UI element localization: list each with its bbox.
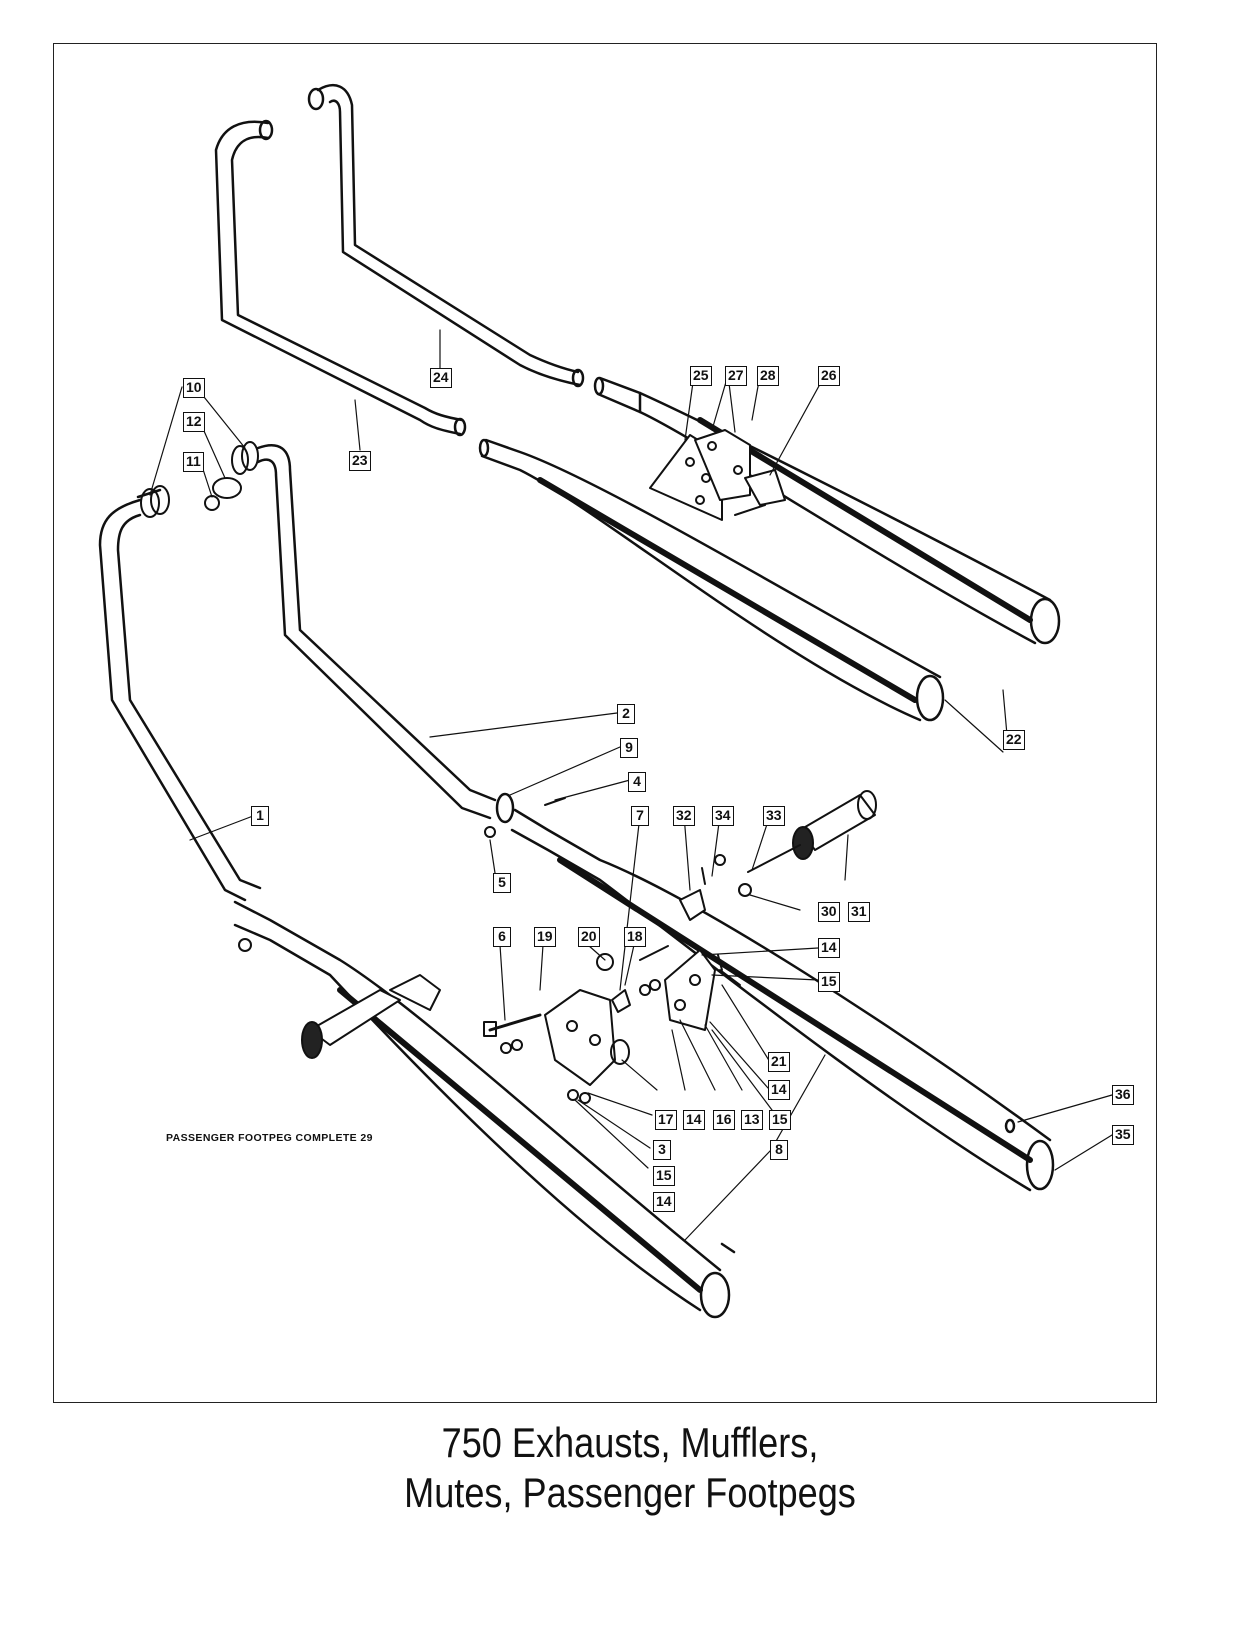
callout-32: 32 bbox=[673, 806, 695, 826]
callout-20: 20 bbox=[578, 927, 600, 947]
header-pipe-2 bbox=[256, 444, 515, 824]
diagram-frame bbox=[53, 43, 1157, 1403]
callout-35: 35 bbox=[1112, 1125, 1134, 1145]
callout-6: 6 bbox=[493, 927, 511, 947]
lower-muffler-8-right bbox=[510, 808, 1055, 1192]
callout-3: 3 bbox=[653, 1140, 671, 1160]
callout-30: 30 bbox=[818, 902, 840, 922]
callout-27: 27 bbox=[725, 366, 747, 386]
callout-4: 4 bbox=[628, 772, 646, 792]
callout-15-a: 15 bbox=[818, 972, 840, 992]
callout-11: 11 bbox=[183, 452, 204, 472]
callout-7: 7 bbox=[631, 806, 649, 826]
exhaust-pipe-24 bbox=[307, 84, 585, 388]
mounting-hardware bbox=[238, 797, 741, 1104]
pipe-clamps bbox=[140, 441, 259, 518]
callout-21: 21 bbox=[768, 1052, 790, 1072]
callout-23: 23 bbox=[349, 451, 371, 471]
callout-18: 18 bbox=[624, 927, 646, 947]
callout-28: 28 bbox=[757, 366, 779, 386]
callout-24: 24 bbox=[430, 368, 452, 388]
callout-14-b: 14 bbox=[768, 1080, 790, 1100]
callout-31: 31 bbox=[848, 902, 870, 922]
callout-33: 33 bbox=[763, 806, 785, 826]
upper-muffler-22 bbox=[593, 376, 1061, 645]
callout-8: 8 bbox=[770, 1140, 788, 1160]
callout-14-c: 14 bbox=[683, 1110, 705, 1130]
exhaust-pipe-23 bbox=[214, 119, 467, 437]
passenger-footpeg-note: PASSENGER FOOTPEG COMPLETE 29 bbox=[166, 1132, 373, 1144]
callout-34: 34 bbox=[712, 806, 734, 826]
callout-15-c: 15 bbox=[653, 1166, 675, 1186]
upper-muffler-22-inner bbox=[478, 438, 945, 722]
callout-14-d: 14 bbox=[653, 1192, 675, 1212]
callout-15-b: 15 bbox=[769, 1110, 791, 1130]
page-title-line-1: 750 Exhausts, Mufflers, bbox=[441, 1419, 819, 1466]
right-passenger-footpeg-31 bbox=[738, 790, 877, 897]
callout-12: 12 bbox=[183, 412, 205, 432]
callout-10: 10 bbox=[183, 378, 205, 398]
callout-26: 26 bbox=[818, 366, 840, 386]
callout-14-a: 14 bbox=[818, 938, 840, 958]
left-passenger-footpeg bbox=[301, 974, 441, 1059]
callout-25: 25 bbox=[690, 366, 712, 386]
muffler-bracket-plates bbox=[649, 429, 786, 521]
callout-2: 2 bbox=[617, 704, 635, 724]
page-title: 750 Exhausts, Mufflers, Mutes, Passenger… bbox=[88, 1418, 1172, 1518]
callout-9: 9 bbox=[620, 738, 638, 758]
lower-muffler-8-left bbox=[233, 900, 736, 1319]
callout-17: 17 bbox=[655, 1110, 677, 1130]
header-pipe-1 bbox=[98, 488, 262, 902]
callout-36: 36 bbox=[1112, 1085, 1134, 1105]
callout-22: 22 bbox=[1003, 730, 1025, 750]
callout-13: 13 bbox=[741, 1110, 763, 1130]
callout-19: 19 bbox=[534, 927, 556, 947]
page-title-line-2: Mutes, Passenger Footpegs bbox=[404, 1469, 856, 1516]
callout-16: 16 bbox=[713, 1110, 735, 1130]
callout-1: 1 bbox=[251, 806, 269, 826]
callout-5: 5 bbox=[493, 873, 511, 893]
